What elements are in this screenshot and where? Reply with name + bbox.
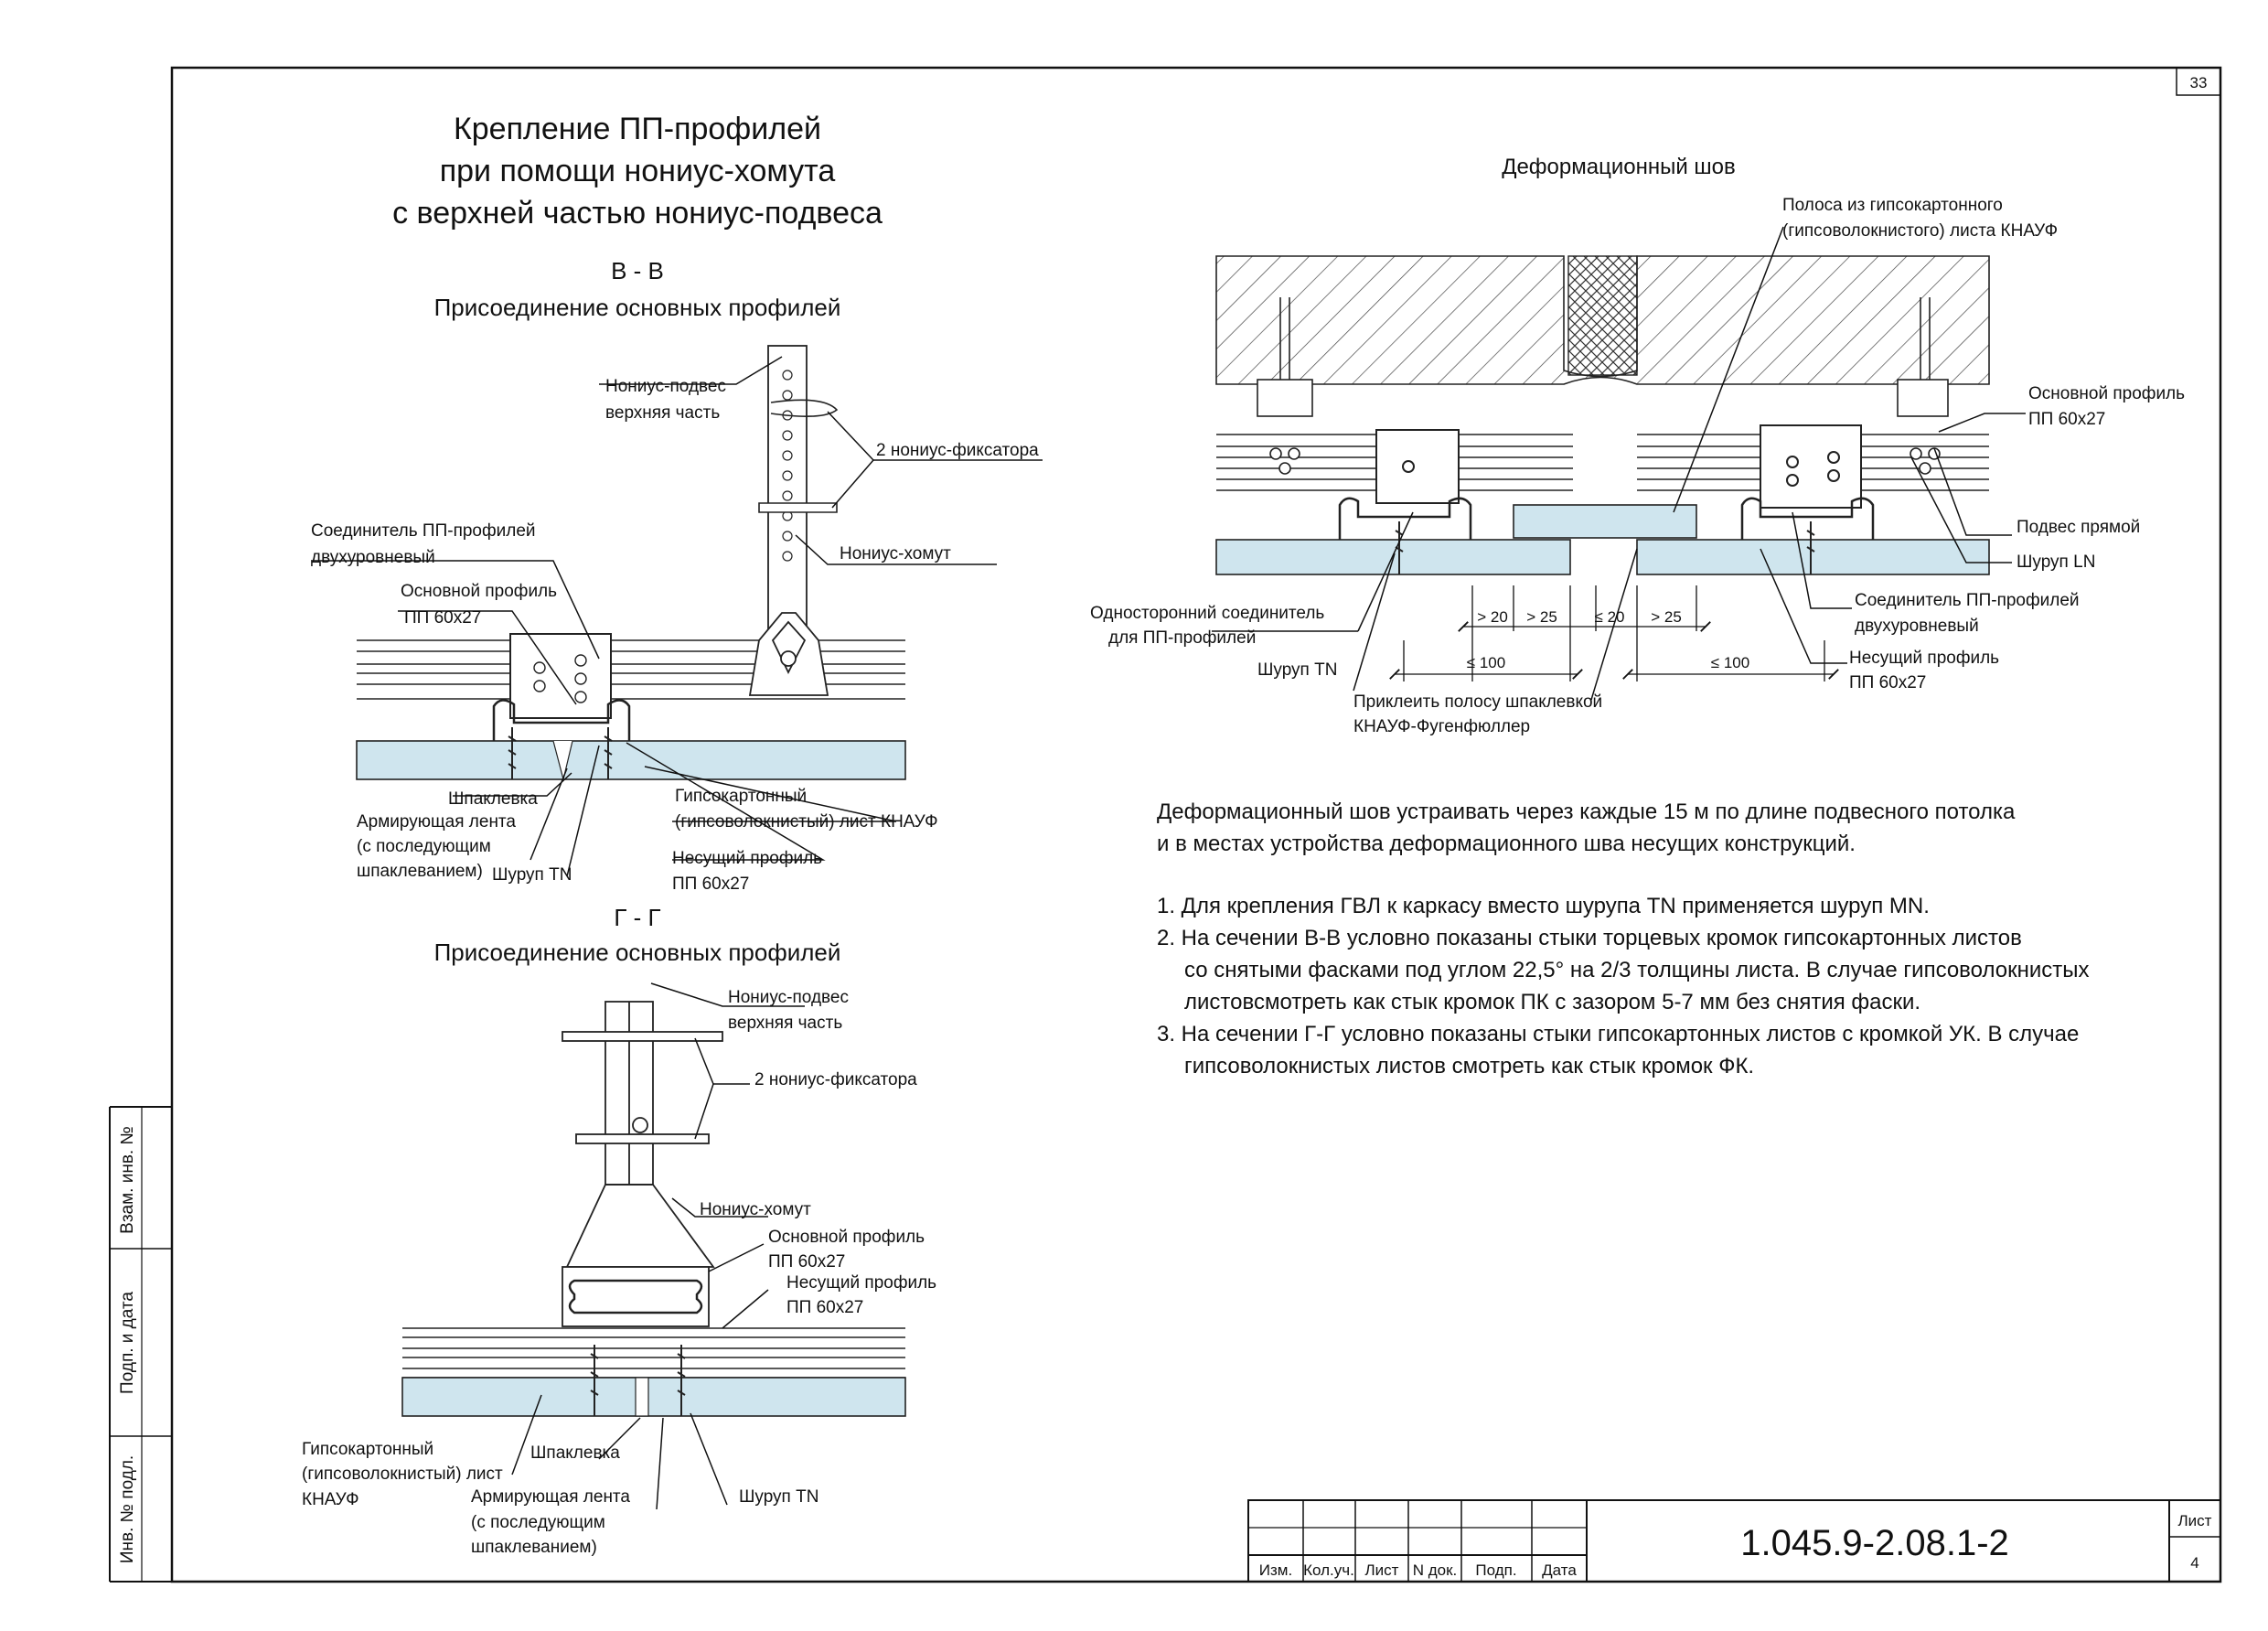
dim-le100-left: ≤ 100 <box>1467 654 1505 671</box>
note-2-line1: 2. На сечении В-В условно показаны стыки… <box>1157 926 2022 950</box>
side-stamp-inv: Инв. № подл. <box>118 1455 137 1563</box>
section-bb-subtitle: Присоединение основных профилей <box>434 294 841 321</box>
note-1: 1. Для крепления ГВЛ к каркасу вместо шу… <box>1157 894 1930 918</box>
dim-le100-right: ≤ 100 <box>1711 654 1749 671</box>
gg-label-tape-3: шпаклеванием) <box>471 1538 597 1557</box>
dim-le20: ≤ 20 <box>1595 608 1625 626</box>
sheet-label: Лист <box>2178 1512 2212 1529</box>
gg-label-tape-1: Армирующая лента <box>471 1487 630 1507</box>
gg-label-nonius-upper-1: Нониус-подвес <box>728 988 849 1007</box>
bb-label-board-1: Гипсокартонный <box>675 787 807 806</box>
gg-label-clamp: Нониус-хомут <box>700 1200 811 1219</box>
side-stamp-vzam: Взам. инв. № <box>118 1126 137 1234</box>
bb-label-connector-2: двухуровневый <box>311 548 435 567</box>
dim-gt25-left: > 25 <box>1526 608 1557 626</box>
gg-label-putty: Шпаклевка <box>530 1443 620 1463</box>
bb-label-main-profile-2: ПП 60x27 <box>404 608 481 628</box>
joint-label-single-2: для ПП-профилей <box>1108 628 1256 648</box>
joint-drawing: Деформационный шов <box>1090 155 2185 736</box>
joint-label-bearing-1: Несущий профиль <box>1849 649 1999 668</box>
gg-label-main-profile-1: Основной профиль <box>768 1228 925 1247</box>
notes-block: Деформационный шов устраивать через кажд… <box>1157 799 2090 1078</box>
bb-label-fixators: 2 нониус-фиксатора <box>876 441 1039 460</box>
joint-label-bearing-2: ПП 60x27 <box>1849 673 1926 692</box>
gg-label-board-1: Гипсокартонный <box>302 1440 433 1459</box>
side-stamp-podp: Подп. и дата <box>118 1292 137 1394</box>
joint-label-hanger: Подвес прямой <box>2017 518 2140 537</box>
bb-label-board-2: (гипсоволокнистый) лист КНАУФ <box>675 812 938 832</box>
bb-label-nonius-upper-2: верхняя часть <box>605 403 720 423</box>
stamp-list: Лист <box>1365 1561 1399 1579</box>
note-2-line3: листовсмотреть как стык кромок ПК с зазо… <box>1184 990 1920 1014</box>
section-gg-subtitle: Присоединение основных профилей <box>434 939 841 966</box>
sheet-frame <box>109 66 2222 1583</box>
note-para1-line2: и в местах устройства деформационного шв… <box>1157 832 1856 856</box>
bb-label-tape-1: Армирующая лента <box>357 812 516 832</box>
joint-label-main-profile-2: ПП 60x27 <box>2028 410 2105 429</box>
joint-label-strip-1: Полоса из гипсокартонного <box>1782 196 2003 215</box>
dim-gt25-right: > 25 <box>1651 608 1682 626</box>
joint-label-main-profile-1: Основной профиль <box>2028 384 2185 403</box>
gg-label-bearing-1: Несущий профиль <box>786 1273 936 1293</box>
section-gg-mark: Г - Г <box>614 904 660 931</box>
gg-label-nonius-upper-2: верхняя часть <box>728 1014 842 1033</box>
section-gg-drawing: Г - Г Присоединение основных профилей <box>302 904 936 1557</box>
page-title-line3: с верхней частью нониус-подвеса <box>392 196 883 231</box>
page-title-line1: Крепление ПП-профилей <box>454 112 821 146</box>
joint-label-screw-tn: Шуруп TN <box>1257 660 1337 680</box>
bb-label-nonius-upper-1: Нониус-подвес <box>605 377 726 396</box>
stamp-izm: Изм. <box>1259 1561 1292 1579</box>
bb-label-tape-3: шпаклеванием) <box>357 862 483 881</box>
bb-label-bearing-1: Несущий профиль <box>672 849 822 868</box>
joint-title: Деформационный шов <box>1502 155 1736 179</box>
joint-label-single-1: Односторонний соединитель <box>1090 604 1324 623</box>
gg-label-board-3: КНАУФ <box>302 1490 359 1509</box>
stamp-ndok: N док. <box>1413 1561 1458 1579</box>
bb-label-bearing-2: ПП 60x27 <box>672 875 749 894</box>
gg-label-board-2: (гипсоволокнистый) лист <box>302 1465 503 1484</box>
joint-label-glue-1: Приклеить полосу шпаклевкой <box>1353 692 1602 712</box>
stamp-podp: Подп. <box>1475 1561 1516 1579</box>
section-bb-drawing: В - В Присоединение основных профилей <box>311 257 1043 894</box>
gg-label-tape-2: (с последующим <box>471 1513 605 1532</box>
bb-label-screw: Шуруп TN <box>492 865 572 885</box>
bb-label-putty: Шпаклевка <box>448 789 538 809</box>
note-2-line2: со снятыми фасками под углом 22,5° на 2/… <box>1184 958 2090 982</box>
joint-label-screw-ln: Шуруп LN <box>2017 553 2095 572</box>
sheet-number: 4 <box>2190 1554 2198 1572</box>
joint-label-connector-1: Соединитель ПП-профилей <box>1855 591 2080 610</box>
note-3-line1: 3. На сечении Г-Г условно показаны стыки… <box>1157 1022 2079 1046</box>
joint-label-strip-2: (гипсоволокнистого) листа КНАУФ <box>1782 221 2058 241</box>
note-para1-line1: Деформационный шов устраивать через кажд… <box>1157 799 2016 824</box>
bb-label-connector-1: Соединитель ПП-профилей <box>311 521 536 541</box>
gg-label-bearing-2: ПП 60x27 <box>786 1298 863 1317</box>
joint-label-glue-2: КНАУФ-Фугенфюллер <box>1353 717 1530 736</box>
document-code: 1.045.9-2.08.1-2 <box>1740 1523 2009 1563</box>
bb-label-main-profile-1: Основной профиль <box>401 582 557 601</box>
joint-label-connector-2: двухуровневый <box>1855 617 1979 636</box>
stamp-kol: Кол.уч. <box>1303 1561 1354 1579</box>
section-bb-mark: В - В <box>611 257 664 284</box>
note-3-line2: гипсоволокнистых листов смотреть как сты… <box>1184 1054 1754 1078</box>
bb-label-clamp: Нониус-хомут <box>840 544 951 563</box>
dim-gt20: > 20 <box>1477 608 1508 626</box>
gg-label-fixators: 2 нониус-фиксатора <box>754 1070 917 1089</box>
gg-label-main-profile-2: ПП 60x27 <box>768 1252 845 1272</box>
page-title-line2: при помощи нониус-хомута <box>440 154 836 188</box>
stamp-data: Дата <box>1542 1561 1577 1579</box>
page-number: 33 <box>2190 74 2208 91</box>
gg-label-screw: Шуруп TN <box>739 1487 818 1507</box>
bb-label-tape-2: (с последующим <box>357 837 491 856</box>
title-block <box>1247 1499 2221 1583</box>
